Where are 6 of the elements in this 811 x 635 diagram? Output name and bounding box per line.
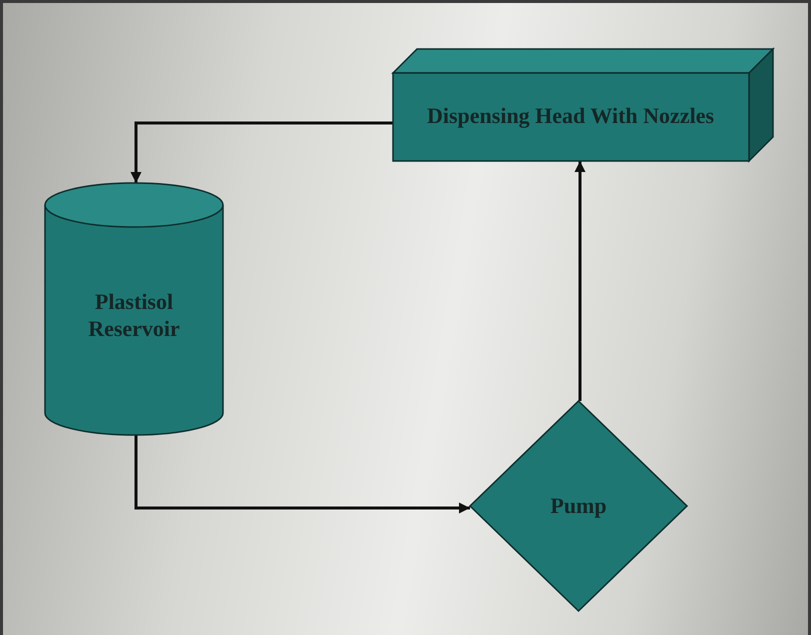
node-label: Dispensing Head With Nozzles <box>426 102 716 130</box>
node-label: Pump <box>549 492 608 520</box>
arrow <box>134 435 470 514</box>
arrow <box>130 122 393 183</box>
node-label: Plastisol Reservoir <box>87 288 181 342</box>
arrow <box>574 161 586 401</box>
